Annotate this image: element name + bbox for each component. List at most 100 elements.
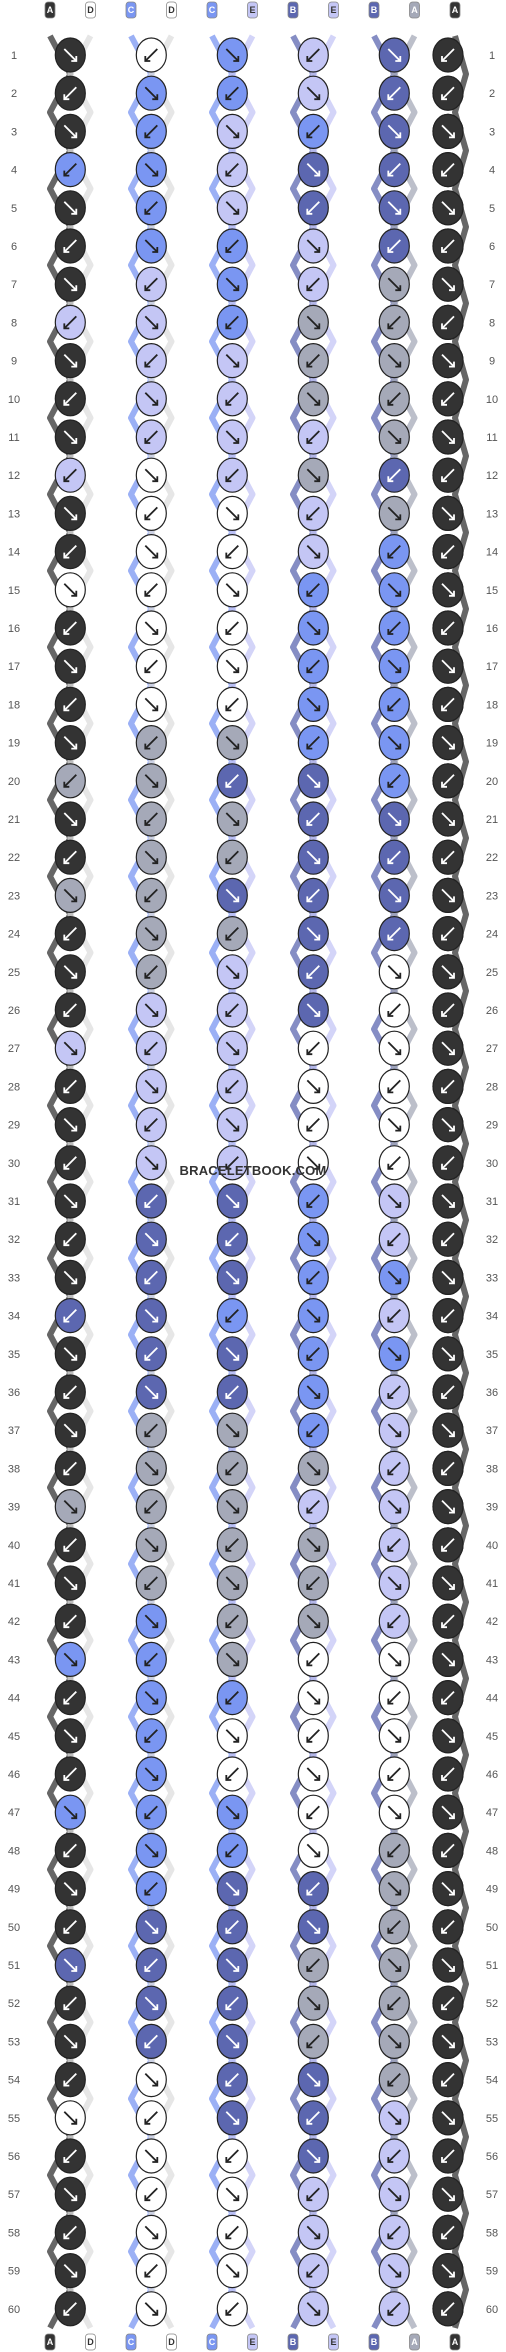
- knot: [432, 304, 464, 340]
- knot: [378, 419, 410, 455]
- svg-text:D: D: [168, 5, 175, 15]
- knot: [135, 1259, 167, 1296]
- knot: [216, 1297, 248, 1334]
- knot: [216, 1679, 248, 1716]
- knot: [135, 1756, 167, 1792]
- knot: [378, 1374, 410, 1410]
- knot: [54, 1336, 86, 1372]
- row-number-left: 19: [8, 738, 20, 750]
- svg-text:A: A: [47, 2337, 54, 2347]
- svg-text:C: C: [128, 5, 135, 15]
- row-number-right: 42: [486, 1616, 498, 1628]
- row-number-left: 31: [8, 1196, 20, 1208]
- knot: [378, 954, 410, 990]
- knot: [54, 2253, 86, 2289]
- svg-text:E: E: [249, 5, 255, 15]
- row-number-left: 10: [8, 394, 20, 406]
- strand-label-top: D: [166, 1, 177, 19]
- row-number-right: 59: [486, 2266, 498, 2278]
- knot: [297, 1756, 329, 1792]
- row-number-left: 33: [8, 1272, 20, 1284]
- row-number-left: 35: [8, 1349, 20, 1361]
- row-number-left: 49: [8, 1884, 20, 1896]
- svg-text:D: D: [87, 5, 94, 15]
- row-number-right: 45: [486, 1731, 498, 1743]
- knot: [54, 304, 86, 340]
- knot: [378, 304, 410, 340]
- knot: [135, 954, 167, 990]
- row-number-left: 29: [8, 1120, 20, 1132]
- knot: [297, 113, 329, 149]
- row-number-right: 49: [486, 1884, 498, 1896]
- knot: [378, 1832, 410, 1869]
- strand-label-top: B: [368, 1, 380, 19]
- strand-label-bottom: E: [247, 2333, 258, 2351]
- knot: [135, 75, 167, 111]
- knot: [378, 152, 410, 188]
- knot: [378, 1450, 410, 1487]
- row-number-right: 11: [486, 432, 497, 444]
- knot: [54, 763, 86, 799]
- row-number-left: 18: [8, 699, 20, 711]
- knot: [54, 381, 86, 417]
- row-number-right: 36: [486, 1387, 498, 1399]
- knot: [297, 1145, 329, 1181]
- knot: [135, 1718, 167, 1754]
- knot: [216, 381, 248, 417]
- knot: [378, 190, 410, 226]
- row-number-left: 9: [11, 356, 17, 368]
- row-number-right: 13: [486, 508, 498, 520]
- knot: [378, 1336, 410, 1372]
- knot: [297, 1603, 329, 1639]
- row-number-right: 55: [486, 2113, 498, 2125]
- knot: [432, 1450, 464, 1487]
- row-number-left: 43: [8, 1654, 20, 1666]
- row-number-left: 53: [8, 2036, 20, 2048]
- row-number-right: 32: [486, 1234, 498, 1246]
- row-number-left: 2: [11, 88, 17, 100]
- svg-text:B: B: [290, 5, 297, 15]
- row-number-right: 29: [486, 1120, 498, 1132]
- row-number-left: 17: [8, 661, 20, 673]
- svg-text:D: D: [87, 2337, 94, 2347]
- row-number-left: 1: [11, 50, 17, 62]
- knot: [135, 1336, 167, 1372]
- svg-text:D: D: [168, 2337, 175, 2347]
- knot: [378, 1794, 410, 1830]
- knot: [135, 2176, 167, 2212]
- row-number-left: 52: [8, 1998, 20, 2010]
- knot: [216, 763, 248, 799]
- knot: [378, 381, 410, 417]
- knot: [297, 686, 329, 723]
- knot: [135, 1527, 167, 1563]
- knot: [216, 1718, 248, 1754]
- knot: [378, 1603, 410, 1639]
- row-number-right: 10: [486, 394, 498, 406]
- strand-label-bottom: E: [328, 2333, 339, 2351]
- row-number-left: 59: [8, 2266, 20, 2278]
- strand-line: [148, 34, 175, 2330]
- row-number-left: 15: [8, 585, 20, 597]
- knot: [216, 2214, 248, 2250]
- knot: [135, 266, 167, 302]
- knot: [54, 2291, 86, 2327]
- knot: [432, 75, 464, 111]
- strand-label-top: C: [125, 1, 137, 19]
- knot: [378, 1565, 410, 1601]
- svg-text:E: E: [330, 5, 336, 15]
- row-number-left: 34: [8, 1311, 20, 1323]
- knot: [54, 1718, 86, 1754]
- knot: [135, 2214, 167, 2250]
- row-number-left: 14: [8, 547, 20, 559]
- knot: [378, 992, 410, 1028]
- svg-text:E: E: [330, 2337, 336, 2347]
- knot: [216, 686, 248, 723]
- knot: [135, 1297, 167, 1334]
- knot: [216, 1909, 248, 1945]
- knot: [135, 1565, 167, 1601]
- knot: [432, 1374, 464, 1410]
- row-number-right: 24: [486, 929, 498, 941]
- row-number-right: 5: [489, 203, 495, 215]
- strand-lines: [47, 34, 469, 2330]
